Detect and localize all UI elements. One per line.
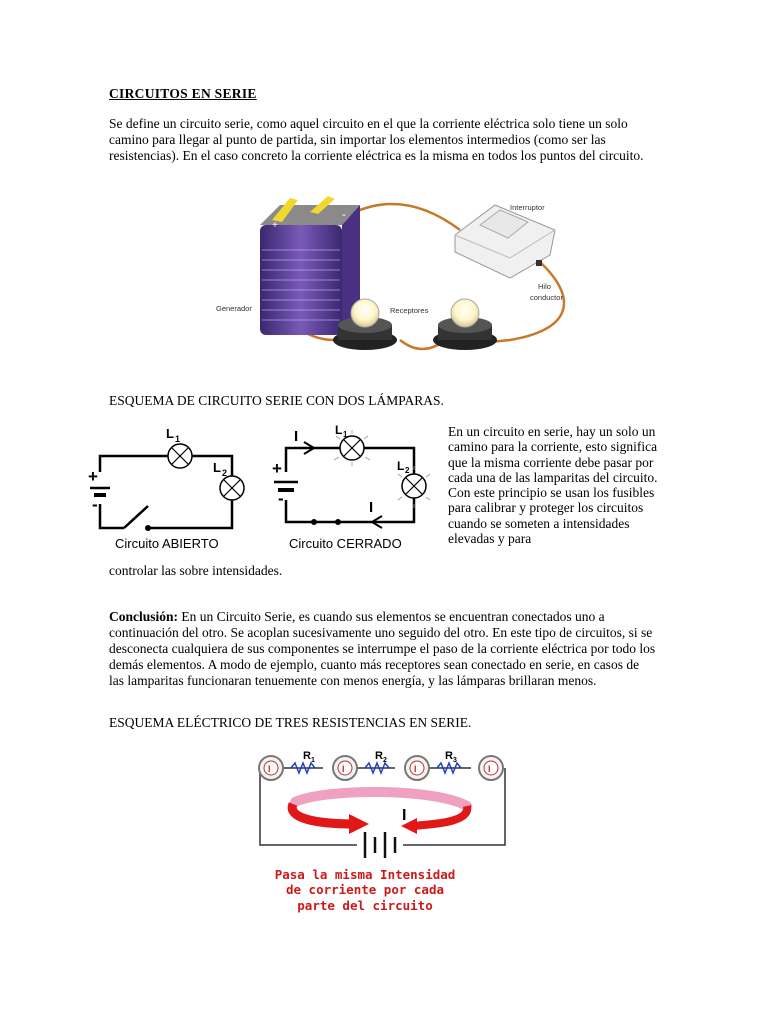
label-hilo: Hilo: [538, 282, 551, 291]
svg-text:I: I: [342, 764, 345, 774]
caption-line-3: parte del circuito: [297, 898, 432, 913]
svg-text:I: I: [294, 428, 298, 445]
schematic-closed-circuit: L 1 L 2 I I + - Circuito CERRADO: [272, 423, 431, 551]
lamp-l1-open: [167, 443, 193, 469]
switch-interruptor: [454, 204, 556, 279]
page-title: CIRCUITOS EN SERIE: [109, 86, 257, 101]
svg-text:L: L: [335, 423, 342, 437]
wire-switch-to-bulb: [489, 261, 566, 344]
label-interruptor: Interruptor: [510, 203, 545, 212]
current-label: I: [402, 807, 406, 824]
circuit-illustration: + - Interruptor Generador Receptores Hil…: [216, 196, 566, 351]
svg-text:-: -: [92, 495, 98, 514]
svg-text:I: I: [369, 499, 373, 516]
resistor-r1: [290, 760, 316, 776]
resistor-r2: [364, 760, 390, 776]
caption-closed-circuit: Circuito CERRADO: [289, 536, 402, 551]
svg-text:L: L: [397, 459, 404, 473]
svg-text:+: +: [272, 459, 282, 478]
svg-text:+: +: [88, 467, 98, 486]
side-paragraph: En un circuito en serie, hay un solo un …: [448, 424, 658, 547]
side-paragraph-continuation: controlar las sobre intensidades.: [109, 563, 283, 578]
svg-text:L: L: [213, 460, 221, 475]
svg-text:3: 3: [453, 757, 457, 764]
meter-1: I: [258, 755, 284, 781]
intro-paragraph: Se define un circuito serie, como aquel …: [109, 116, 644, 163]
bulb-left: [333, 298, 397, 350]
svg-text:I: I: [268, 764, 271, 774]
svg-text:+: +: [272, 220, 278, 231]
svg-text:I: I: [488, 764, 491, 774]
label-conductor: conductor: [530, 293, 563, 302]
lamp-l1-closed: [333, 430, 371, 466]
three-resistors-diagram: I I I I R 1 R 2 R 3 I Pasa la misma Inte…: [258, 750, 506, 913]
svg-text:L: L: [166, 426, 174, 441]
svg-text:2: 2: [222, 468, 227, 478]
conclusion-text: En un Circuito Serie, es cuando sus elem…: [109, 609, 656, 688]
caption-line-1: Pasa la misma Intensidad: [275, 867, 456, 882]
svg-text:I: I: [414, 764, 417, 774]
label-receptores: Receptores: [390, 306, 429, 315]
schematic-open-circuit: L 1 L 2 + - Circuito ABIERTO: [88, 426, 245, 551]
caption-open-circuit: Circuito ABIERTO: [115, 536, 219, 551]
svg-text:R: R: [303, 750, 311, 762]
section-heading-three-resistors: ESQUEMA ELÉCTRICO DE TRES RESISTENCIAS E…: [109, 715, 472, 730]
meter-2: I: [332, 755, 358, 781]
svg-text:1: 1: [311, 757, 315, 764]
bulb-right: [433, 298, 497, 350]
conclusion-label: Conclusión:: [109, 609, 179, 624]
label-generador: Generador: [216, 304, 252, 313]
svg-text:R: R: [445, 750, 453, 762]
meter-4: I: [478, 755, 504, 781]
battery-generator: + -: [260, 196, 360, 335]
svg-text:1: 1: [175, 434, 180, 444]
svg-text:2: 2: [383, 757, 387, 764]
resistor-r3: [436, 760, 462, 776]
lamp-l2-closed: [397, 466, 431, 508]
battery-symbol: [363, 832, 397, 858]
svg-text:-: -: [342, 207, 346, 221]
svg-text:R: R: [375, 750, 383, 762]
current-loop: [287, 787, 472, 834]
conclusion-paragraph: Conclusión: En un Circuito Serie, es cua…: [109, 609, 657, 689]
svg-text:-: -: [278, 489, 284, 508]
caption-line-2: de corriente por cada: [286, 882, 444, 897]
section-heading-two-lamps: ESQUEMA DE CIRCUITO SERIE CON DOS LÁMPAR…: [109, 393, 444, 408]
meter-3: I: [404, 755, 430, 781]
svg-text:1: 1: [343, 430, 348, 439]
svg-text:2: 2: [405, 466, 410, 475]
lamp-l2-open: [219, 475, 245, 501]
